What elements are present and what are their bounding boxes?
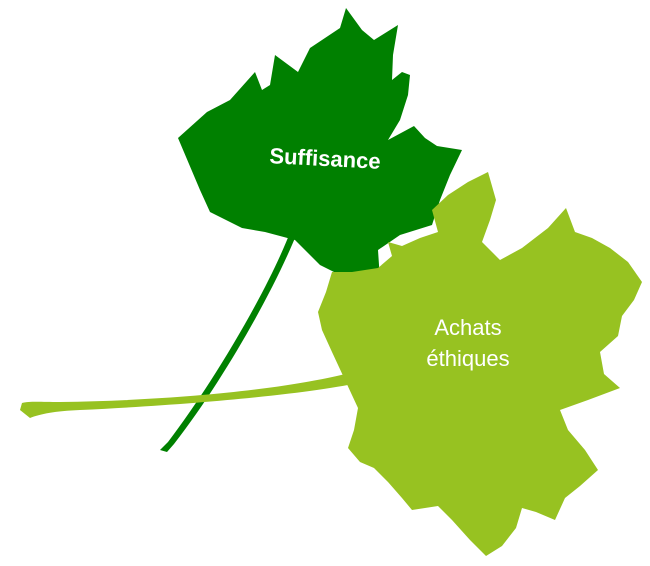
leaf-label-line: Achats bbox=[434, 315, 502, 340]
dark-leaf-stem bbox=[160, 230, 297, 452]
leaf-label-achats-ethiques: Achats éthiques bbox=[388, 312, 548, 374]
leaf-label-line: éthiques bbox=[426, 346, 510, 371]
light-leaf-stem bbox=[20, 370, 362, 418]
light-leaf-shape bbox=[318, 172, 642, 556]
dark-leaf-shape bbox=[178, 8, 462, 283]
